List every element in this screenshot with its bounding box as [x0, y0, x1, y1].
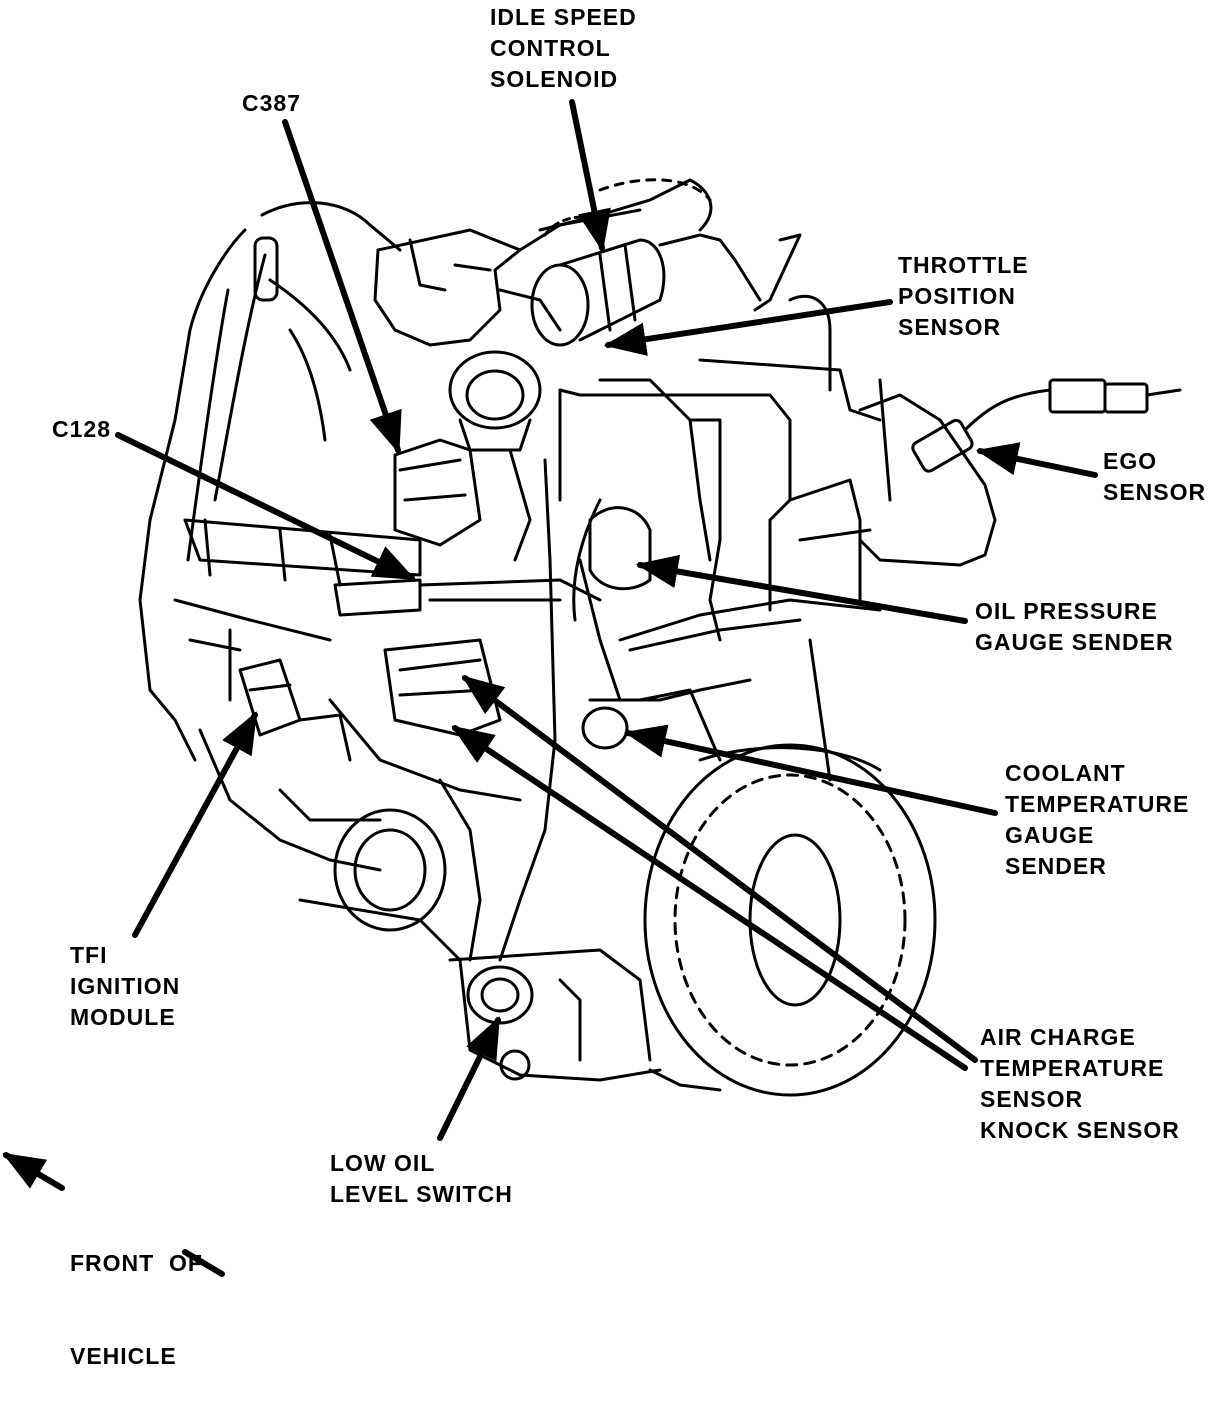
label-line: C387	[242, 90, 301, 116]
label-line: SENSOR	[980, 1086, 1084, 1112]
label-line: CONTROL	[490, 35, 611, 61]
leader-idle-speed	[569, 99, 611, 253]
front-arrow	[2, 1152, 65, 1191]
label-c387: C387	[242, 88, 301, 119]
label-line: TEMPERATURE	[980, 1055, 1165, 1081]
label-line: AIR CHARGE	[980, 1024, 1136, 1050]
label-line: GAUGE	[1005, 822, 1095, 848]
label-front-of-vehicle: FRONT OF VEHICLE	[70, 1186, 203, 1403]
label-line: COOLANT	[1005, 760, 1126, 786]
leader-oil-pressure	[635, 554, 968, 624]
label-line: KNOCK SENSOR	[980, 1117, 1180, 1143]
leader-lines	[2, 99, 1098, 1277]
label-c128: C128	[52, 414, 111, 445]
leader-c128	[115, 432, 416, 581]
leader-knock	[451, 725, 968, 1071]
leader-air-charge	[461, 675, 978, 1063]
label-throttle-position-sensor: THROTTLE POSITION SENSOR	[898, 250, 1029, 343]
label-coolant-temperature-gauge-sender: COOLANT TEMPERATURE GAUGE SENDER	[1005, 758, 1189, 882]
label-line: SENSOR	[1103, 479, 1207, 505]
label-line: OIL PRESSURE	[975, 598, 1158, 624]
leader-low-oil	[437, 1016, 501, 1141]
label-line: MODULE	[70, 1004, 176, 1030]
leader-throttle-position	[603, 299, 893, 356]
label-ego-sensor: EGO SENSOR	[1103, 446, 1206, 508]
label-line: TFI	[70, 942, 108, 968]
label-line: TEMPERATURE	[1005, 791, 1190, 817]
label-idle-speed-control-solenoid: IDLE SPEED CONTROL SOLENOID	[490, 2, 637, 95]
label-tfi-ignition-module: TFI IGNITION MODULE	[70, 940, 180, 1033]
leader-tfi	[132, 711, 258, 938]
label-line: POSITION	[898, 283, 1016, 309]
label-line: IGNITION	[70, 973, 181, 999]
leader-ego	[975, 442, 1098, 478]
label-line: THROTTLE	[898, 252, 1029, 278]
engine-diagram	[2, 99, 1182, 1277]
label-line: LOW OIL	[330, 1150, 436, 1176]
label-line: SENSOR	[898, 314, 1002, 340]
label-line: SENDER	[1005, 853, 1107, 879]
label-low-oil-level-switch: LOW OIL LEVEL SWITCH	[330, 1148, 513, 1210]
label-line: C128	[52, 416, 111, 442]
leader-c387	[282, 119, 402, 454]
front-arrow-tail	[182, 1249, 225, 1277]
label-line: EGO	[1103, 448, 1158, 474]
leader-coolant	[623, 724, 998, 816]
label-line: GAUGE SENDER	[975, 629, 1174, 655]
label-line: FRONT OF	[70, 1250, 203, 1276]
label-oil-pressure-gauge-sender: OIL PRESSURE GAUGE SENDER	[975, 596, 1174, 658]
label-line: SOLENOID	[490, 66, 619, 92]
label-line: IDLE SPEED	[490, 4, 637, 30]
label-line: LEVEL SWITCH	[330, 1181, 513, 1207]
label-line: VEHICLE	[70, 1343, 177, 1369]
label-air-charge-temperature-knock-sensor: AIR CHARGE TEMPERATURE SENSOR KNOCK SENS…	[980, 1022, 1180, 1146]
